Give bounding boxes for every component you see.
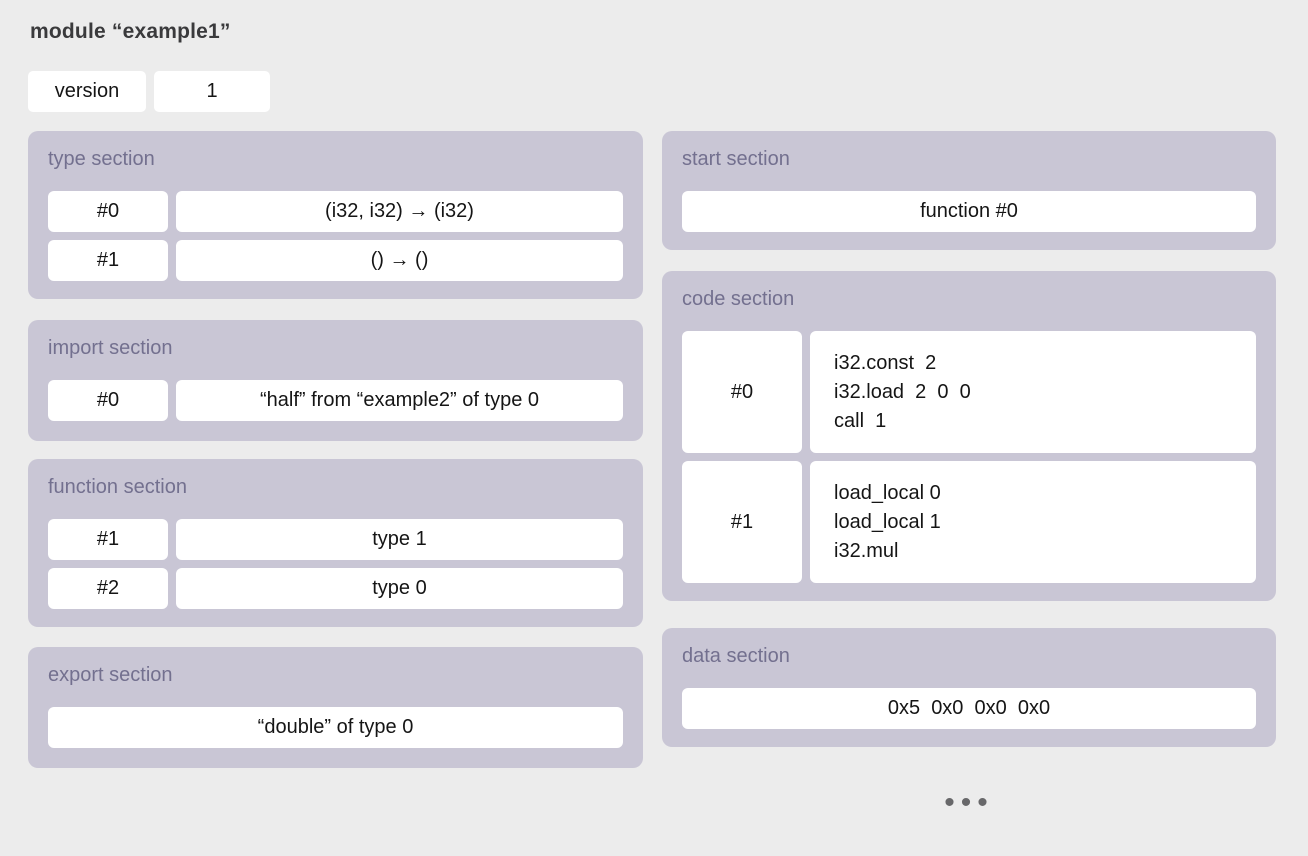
code-line: i32.mul: [834, 539, 899, 562]
export-section-card: export section “double” of type 0: [28, 647, 643, 768]
type-row-0-index: #0: [48, 191, 168, 232]
function-section-card: function section #1 type 1 #2 type 0: [28, 459, 643, 627]
start-section-card: start section function #0: [662, 131, 1276, 250]
type-row-0-value: (i32, i32) → (i32): [176, 191, 623, 232]
code-row-0-index: #0: [682, 331, 802, 453]
function-row-0-value: type 1: [176, 519, 623, 560]
table-row: function #0: [682, 191, 1256, 232]
more-ellipsis-icon[interactable]: •••: [944, 786, 994, 819]
version-value: 1: [154, 71, 270, 112]
table-row: #0 “half” from “example2” of type 0: [48, 380, 623, 421]
start-row-0-value: function #0: [682, 191, 1256, 232]
table-row: #2 type 0: [48, 568, 623, 609]
code-line: load_local 0: [834, 481, 941, 504]
table-row: #1 type 1: [48, 519, 623, 560]
table-row: “double” of type 0: [48, 707, 623, 748]
function-row-0-index: #1: [48, 519, 168, 560]
import-section-card: import section #0 “half” from “example2”…: [28, 320, 643, 441]
code-row-0-body: i32.const 2 i32.load 2 0 0 call 1: [810, 331, 1256, 453]
code-line: i32.const 2: [834, 351, 937, 374]
type-row-1-value: () → (): [176, 240, 623, 281]
type-row-1-index: #1: [48, 240, 168, 281]
data-section-title: data section: [682, 645, 790, 667]
version-label: version: [28, 71, 146, 112]
code-section-title: code section: [682, 288, 795, 310]
import-row-0-value: “half” from “example2” of type 0: [176, 380, 623, 421]
table-row: #0 (i32, i32) → (i32): [48, 191, 623, 232]
code-row-1-index: #1: [682, 461, 802, 583]
type-section-card: type section #0 (i32, i32) → (i32) #1 ()…: [28, 131, 643, 299]
code-line: i32.load 2 0 0: [834, 380, 971, 403]
table-row: #1 () → (): [48, 240, 623, 281]
import-row-0-index: #0: [48, 380, 168, 421]
export-row-0-value: “double” of type 0: [48, 707, 623, 748]
start-section-title: start section: [682, 148, 790, 170]
data-section-card: data section 0x5 0x0 0x0 0x0: [662, 628, 1276, 747]
data-row-0-value: 0x5 0x0 0x0 0x0: [682, 688, 1256, 729]
function-row-1-value: type 0: [176, 568, 623, 609]
function-section-title: function section: [48, 476, 187, 498]
function-row-1-index: #2: [48, 568, 168, 609]
code-line: load_local 1: [834, 510, 941, 533]
import-section-title: import section: [48, 337, 173, 359]
table-row: #0 i32.const 2 i32.load 2 0 0 call 1: [682, 331, 1256, 453]
export-section-title: export section: [48, 664, 173, 686]
type-section-title: type section: [48, 148, 155, 170]
table-row: #1 load_local 0 load_local 1 i32.mul: [682, 461, 1256, 583]
page-title: module “example1”: [30, 20, 231, 43]
code-line: call 1: [834, 409, 887, 432]
table-row: 0x5 0x0 0x0 0x0: [682, 688, 1256, 729]
code-section-card: code section #0 i32.const 2 i32.load 2 0…: [662, 271, 1276, 601]
code-row-1-body: load_local 0 load_local 1 i32.mul: [810, 461, 1256, 583]
